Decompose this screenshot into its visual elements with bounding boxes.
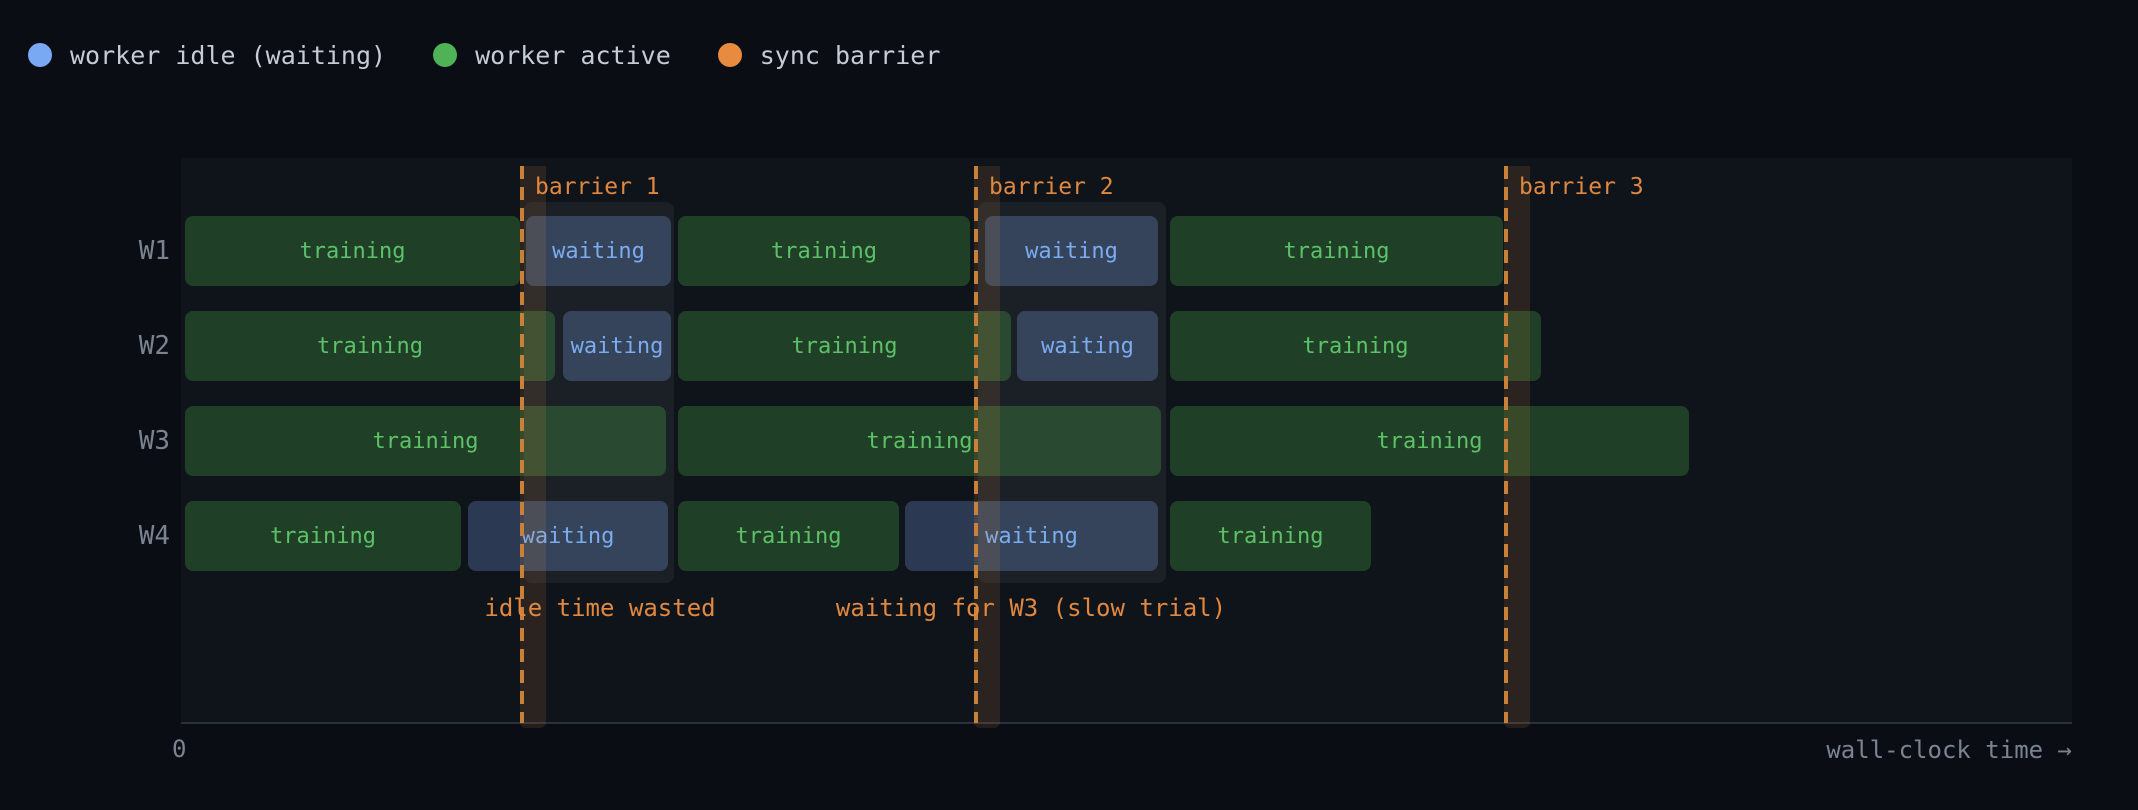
worker-row-label: W1 [138,236,170,266]
legend: worker idle (waiting) worker active sync b… [28,40,940,70]
x-axis-line [181,722,2072,724]
training-bar: training [185,406,666,476]
training-bar: training [185,216,520,286]
barrier-label: barrier 1 [535,174,660,200]
legend-swatch-icon [28,43,52,67]
legend-item: worker active [433,41,671,70]
training-bar: training [185,501,461,571]
waiting-bar: waiting [468,501,668,571]
training-bar: training [678,216,970,286]
waiting-bar: waiting [1017,311,1158,381]
worker-row-label: W4 [138,521,170,551]
barrier-band [520,166,546,728]
barrier-band [974,166,1000,728]
annotation-label: waiting for W3 (slow trial) [835,594,1227,622]
barrier-label: barrier 3 [1519,174,1644,200]
training-bar: training [678,406,1161,476]
annotation-label: idle time wasted [484,594,716,622]
legend-item-label: worker idle (waiting) [70,40,387,70]
idle-zone-highlight [978,202,1166,583]
barrier-band [1504,166,1530,728]
worker-row-label: W3 [138,426,170,456]
barrier-dashed-line [520,166,524,723]
barrier-dashed-line [1504,166,1508,723]
legend-item-label: sync barrier [759,40,941,70]
training-bar: training [1170,311,1541,381]
legend-item-label: worker active [475,40,671,70]
barrier-dashed-line [974,166,978,723]
training-bar: training [185,311,555,381]
waiting-bar: waiting [563,311,671,381]
barrier-label: barrier 2 [989,174,1114,200]
legend-item: sync barrier [717,40,941,70]
x-axis-label: wall-clock time → [1826,736,2072,764]
training-bar: training [678,501,899,571]
legend-item: worker idle (waiting) [28,41,386,70]
idle-zone-highlight [524,202,674,583]
training-bar: training [1170,216,1503,286]
training-bar: training [1170,406,1689,476]
legend-swatch-icon [433,43,458,67]
worker-row-label: W2 [138,331,170,361]
legend-swatch-icon [717,43,742,67]
x-axis-origin-tick: 0 [172,735,187,763]
waiting-bar: waiting [526,216,671,286]
waiting-bar: waiting [985,216,1158,286]
training-bar: training [1170,501,1371,571]
waiting-bar: waiting [905,501,1158,571]
training-bar: training [678,311,1011,381]
